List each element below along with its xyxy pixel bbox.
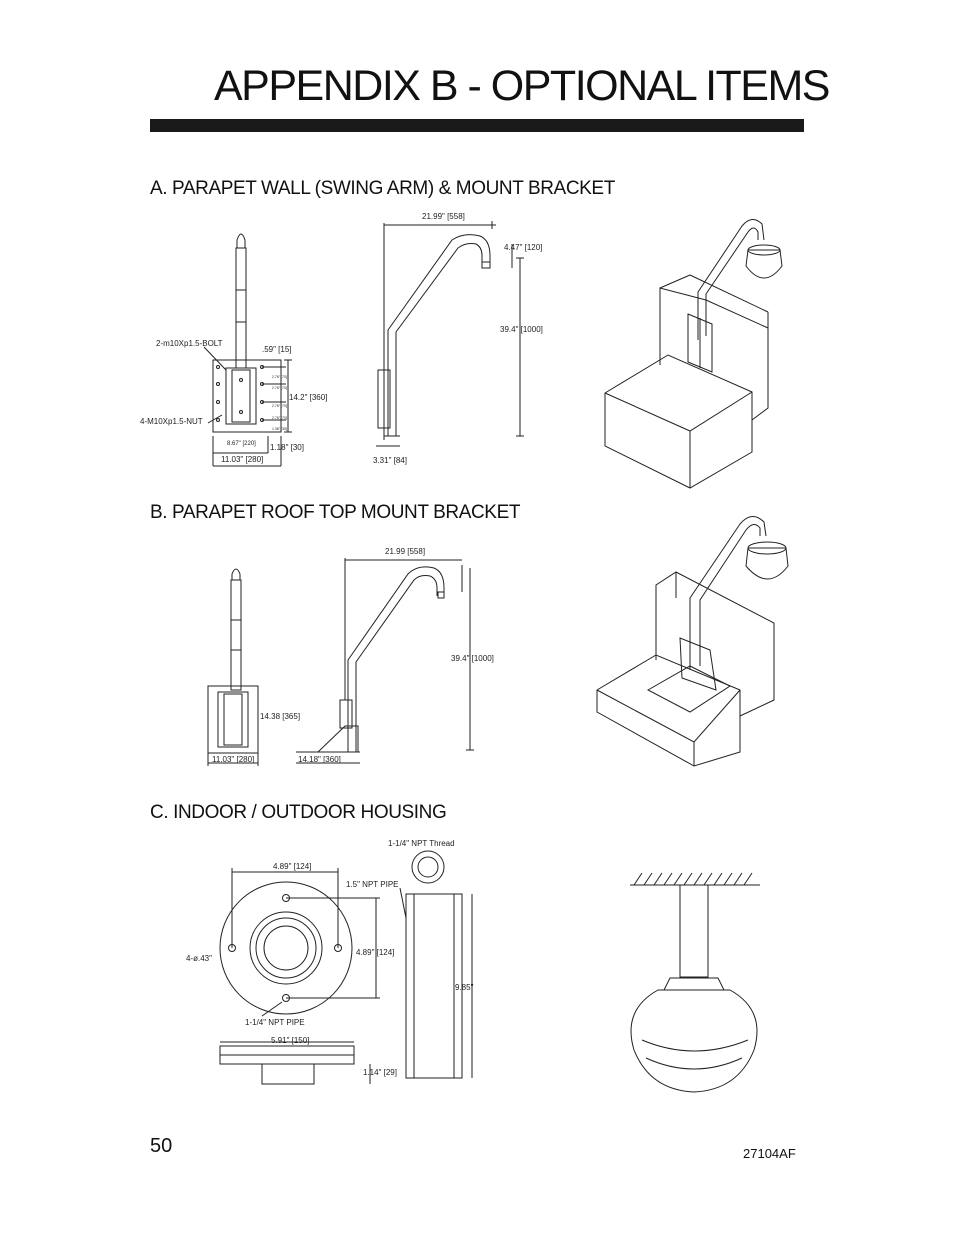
a-nut-label: 4-M10Xp1.5-NUT bbox=[140, 417, 203, 426]
b-1418-label: 14.18" [360] bbox=[298, 755, 341, 764]
c-pipe114-label: 1-1/4" NPT PIPE bbox=[245, 1018, 305, 1027]
b-1438-label: 14.38 [365] bbox=[260, 712, 301, 721]
c-flange-top-view-drawing bbox=[219, 868, 380, 1017]
b-394-label: 39.4" [1000] bbox=[451, 654, 494, 663]
a-447-label: 4.47" [120] bbox=[504, 243, 543, 252]
section-c-heading: C. INDOOR / OUTDOOR HOUSING bbox=[150, 802, 447, 823]
c-489a-label: 4.89" [124] bbox=[273, 862, 312, 871]
section-a-heading: A. PARAPET WALL (SWING ARM) & MOUNT BRAC… bbox=[150, 178, 615, 199]
page-title: APPENDIX B - OPTIONAL ITEMS bbox=[214, 62, 830, 110]
c-housing-drawing bbox=[630, 872, 760, 1093]
c-489b-label: 4.89" [124] bbox=[356, 948, 395, 957]
a-tiny-3: 2.76" [70] bbox=[272, 404, 287, 408]
a-tiny-4: 2.76" [70] bbox=[272, 416, 287, 420]
b-side-view-drawing bbox=[296, 558, 474, 764]
a-tiny-5: 1.38" [35] bbox=[272, 427, 287, 431]
a-2199-label: 21.99" [558] bbox=[422, 212, 465, 221]
c-hole-label: 4-ø.43" bbox=[186, 954, 212, 963]
title-rule bbox=[150, 119, 804, 132]
a-1103-label: 11.03" [280] bbox=[221, 455, 264, 464]
c-985-label: 9.85" bbox=[455, 983, 474, 992]
a-867-label: 8.67" [220] bbox=[227, 441, 256, 447]
c-thread-label: 1-1/4" NPT Thread bbox=[388, 839, 455, 848]
c-114-label: 1.14" [29] bbox=[363, 1068, 397, 1077]
document-code: 27104AF bbox=[743, 1146, 796, 1161]
c-flange-side-view-drawing bbox=[219, 1041, 371, 1085]
c-591-label: 5.91" [150] bbox=[271, 1036, 310, 1045]
a-394-label: 39.4" [1000] bbox=[500, 325, 543, 334]
c-pipe-drawing bbox=[399, 850, 473, 1079]
a-331-label: 3.31" [84] bbox=[373, 456, 407, 465]
a-isometric-view-drawing bbox=[604, 219, 783, 489]
b-front-view-drawing bbox=[207, 568, 259, 766]
a-side-view-drawing bbox=[376, 221, 524, 447]
a-tiny-1: 2.76" [70] bbox=[272, 375, 287, 379]
a-tiny-2: 2.76" [70] bbox=[272, 386, 287, 390]
section-b-heading: B. PARAPET ROOF TOP MOUNT BRACKET bbox=[150, 502, 521, 523]
page-number: 50 bbox=[150, 1135, 173, 1157]
c-pipe15-label: 1.5" NPT PIPE bbox=[346, 880, 399, 889]
a-142-label: 14.2" [360] bbox=[289, 393, 328, 402]
a-bolt-label: 2-m10Xp1.5-BOLT bbox=[156, 339, 223, 348]
a-118-label: 1.18" [30] bbox=[270, 443, 304, 452]
b-isometric-view-drawing bbox=[596, 516, 789, 767]
a-front-view-drawing bbox=[203, 233, 292, 467]
b-2199-label: 21.99 [558] bbox=[385, 547, 426, 556]
a-059-label: .59" [15] bbox=[262, 345, 292, 354]
b-1103-label: 11.03" [280] bbox=[212, 755, 255, 764]
